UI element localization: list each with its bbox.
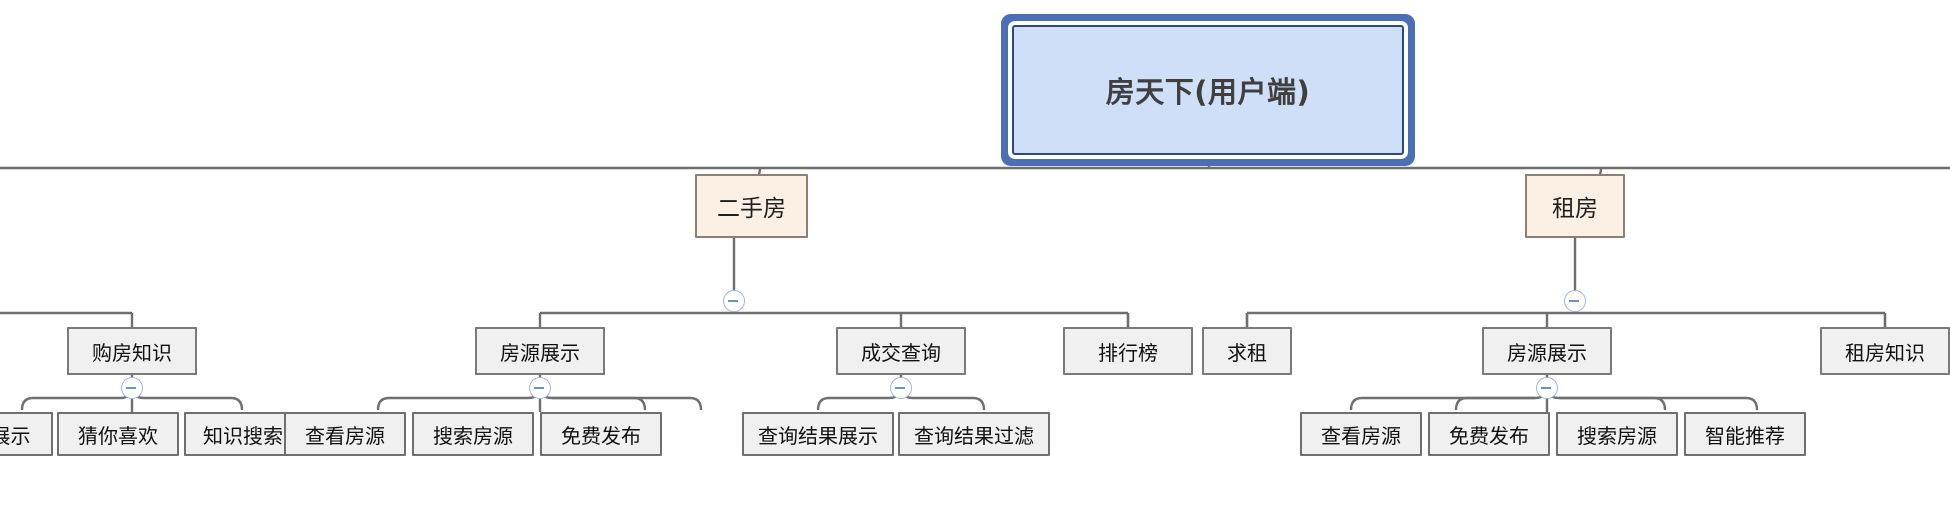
node-label: 成交查询 [861, 340, 941, 365]
leaf-node-label: 查看房源 [305, 423, 385, 448]
leaf-node-chakanfangyuan-ershoufang[interactable]: 查看房源 [284, 412, 406, 456]
leaf-node-sousuofangyuan-zufang[interactable]: 搜索房源 [1556, 412, 1678, 456]
node-gou-fang-zhi-shi[interactable]: 购房知识 [67, 327, 197, 375]
node-label: 排行榜 [1098, 340, 1158, 365]
minus-circle-icon-chengjiaochaxun[interactable] [890, 377, 912, 399]
node-label: 租房知识 [1845, 340, 1925, 365]
leaf-node-mianfeifabu-zufang[interactable]: 免费发布 [1428, 412, 1550, 456]
leaf-node-label: 展示 [0, 423, 31, 448]
node-fangyuan-zhanshi-ershoufang[interactable]: 房源展示 [475, 327, 605, 375]
node-zufang-zhishi[interactable]: 租房知识 [1820, 327, 1950, 375]
leaf-node-label: 免费发布 [561, 423, 641, 448]
leaf-node-label: 智能推荐 [1705, 423, 1785, 448]
node-label: 购房知识 [92, 340, 172, 365]
category-node-label: 租房 [1552, 196, 1598, 222]
leaf-node-label: 查询结果展示 [758, 423, 878, 448]
node-chengjiao-chaxun[interactable]: 成交查询 [836, 327, 966, 375]
leaf-node-label: 搜索房源 [433, 423, 513, 448]
root-node-label: 房天下(用户端) [1105, 75, 1311, 109]
leaf-node-label: 猜你喜欢 [78, 423, 158, 448]
leaf-node-zhinengtuijian[interactable]: 智能推荐 [1684, 412, 1806, 456]
leaf-node-mianfeifabu-ershoufang[interactable]: 免费发布 [540, 412, 662, 456]
minus-circle-icon-ershoufang[interactable] [723, 290, 745, 312]
category-node-zufang[interactable]: 租房 [1525, 174, 1625, 238]
leaf-node-chakanfangyuan-zufang[interactable]: 查看房源 [1300, 412, 1422, 456]
node-label: 房源展示 [500, 340, 580, 365]
node-paihangbang[interactable]: 排行榜 [1063, 327, 1193, 375]
leaf-node-label: 免费发布 [1449, 423, 1529, 448]
leaf-node-chaxunjieguoguolv[interactable]: 查询结果过滤 [898, 412, 1050, 456]
category-node-label: 二手房 [717, 196, 786, 222]
root-node-fangtianxia[interactable]: 房天下(用户端) [1012, 25, 1404, 155]
leaf-node-cainixihuan[interactable]: 猜你喜欢 [57, 412, 179, 456]
minus-circle-icon-goufangzhishi[interactable] [121, 377, 143, 399]
minus-circle-icon-fangyuanzhanshi-zufang[interactable] [1536, 377, 1558, 399]
leaf-node-label: 知识搜索 [203, 423, 283, 448]
leaf-node-sousuofangyuan-ershoufang[interactable]: 搜索房源 [412, 412, 534, 456]
node-fangyuan-zhanshi-zufang[interactable]: 房源展示 [1482, 327, 1612, 375]
node-qiuzu[interactable]: 求租 [1202, 327, 1292, 375]
leaf-node-label: 搜索房源 [1577, 423, 1657, 448]
category-node-ershoufang[interactable]: 二手房 [695, 174, 808, 238]
minus-circle-icon-fangyuanzhanshi-ershoufang[interactable] [529, 377, 551, 399]
leaf-node-chaxunjieguozhanshi[interactable]: 查询结果展示 [742, 412, 894, 456]
minus-circle-icon-zufang[interactable] [1564, 290, 1586, 312]
leaf-node-label: 查看房源 [1321, 423, 1401, 448]
leaf-node-zhanshi-clipped[interactable]: 展示 [0, 412, 53, 456]
leaf-node-label: 查询结果过滤 [914, 423, 1034, 448]
node-label: 求租 [1227, 340, 1267, 365]
leaf-node-zhishisousuo[interactable]: 知识搜索 [184, 412, 302, 456]
node-label: 房源展示 [1507, 340, 1587, 365]
